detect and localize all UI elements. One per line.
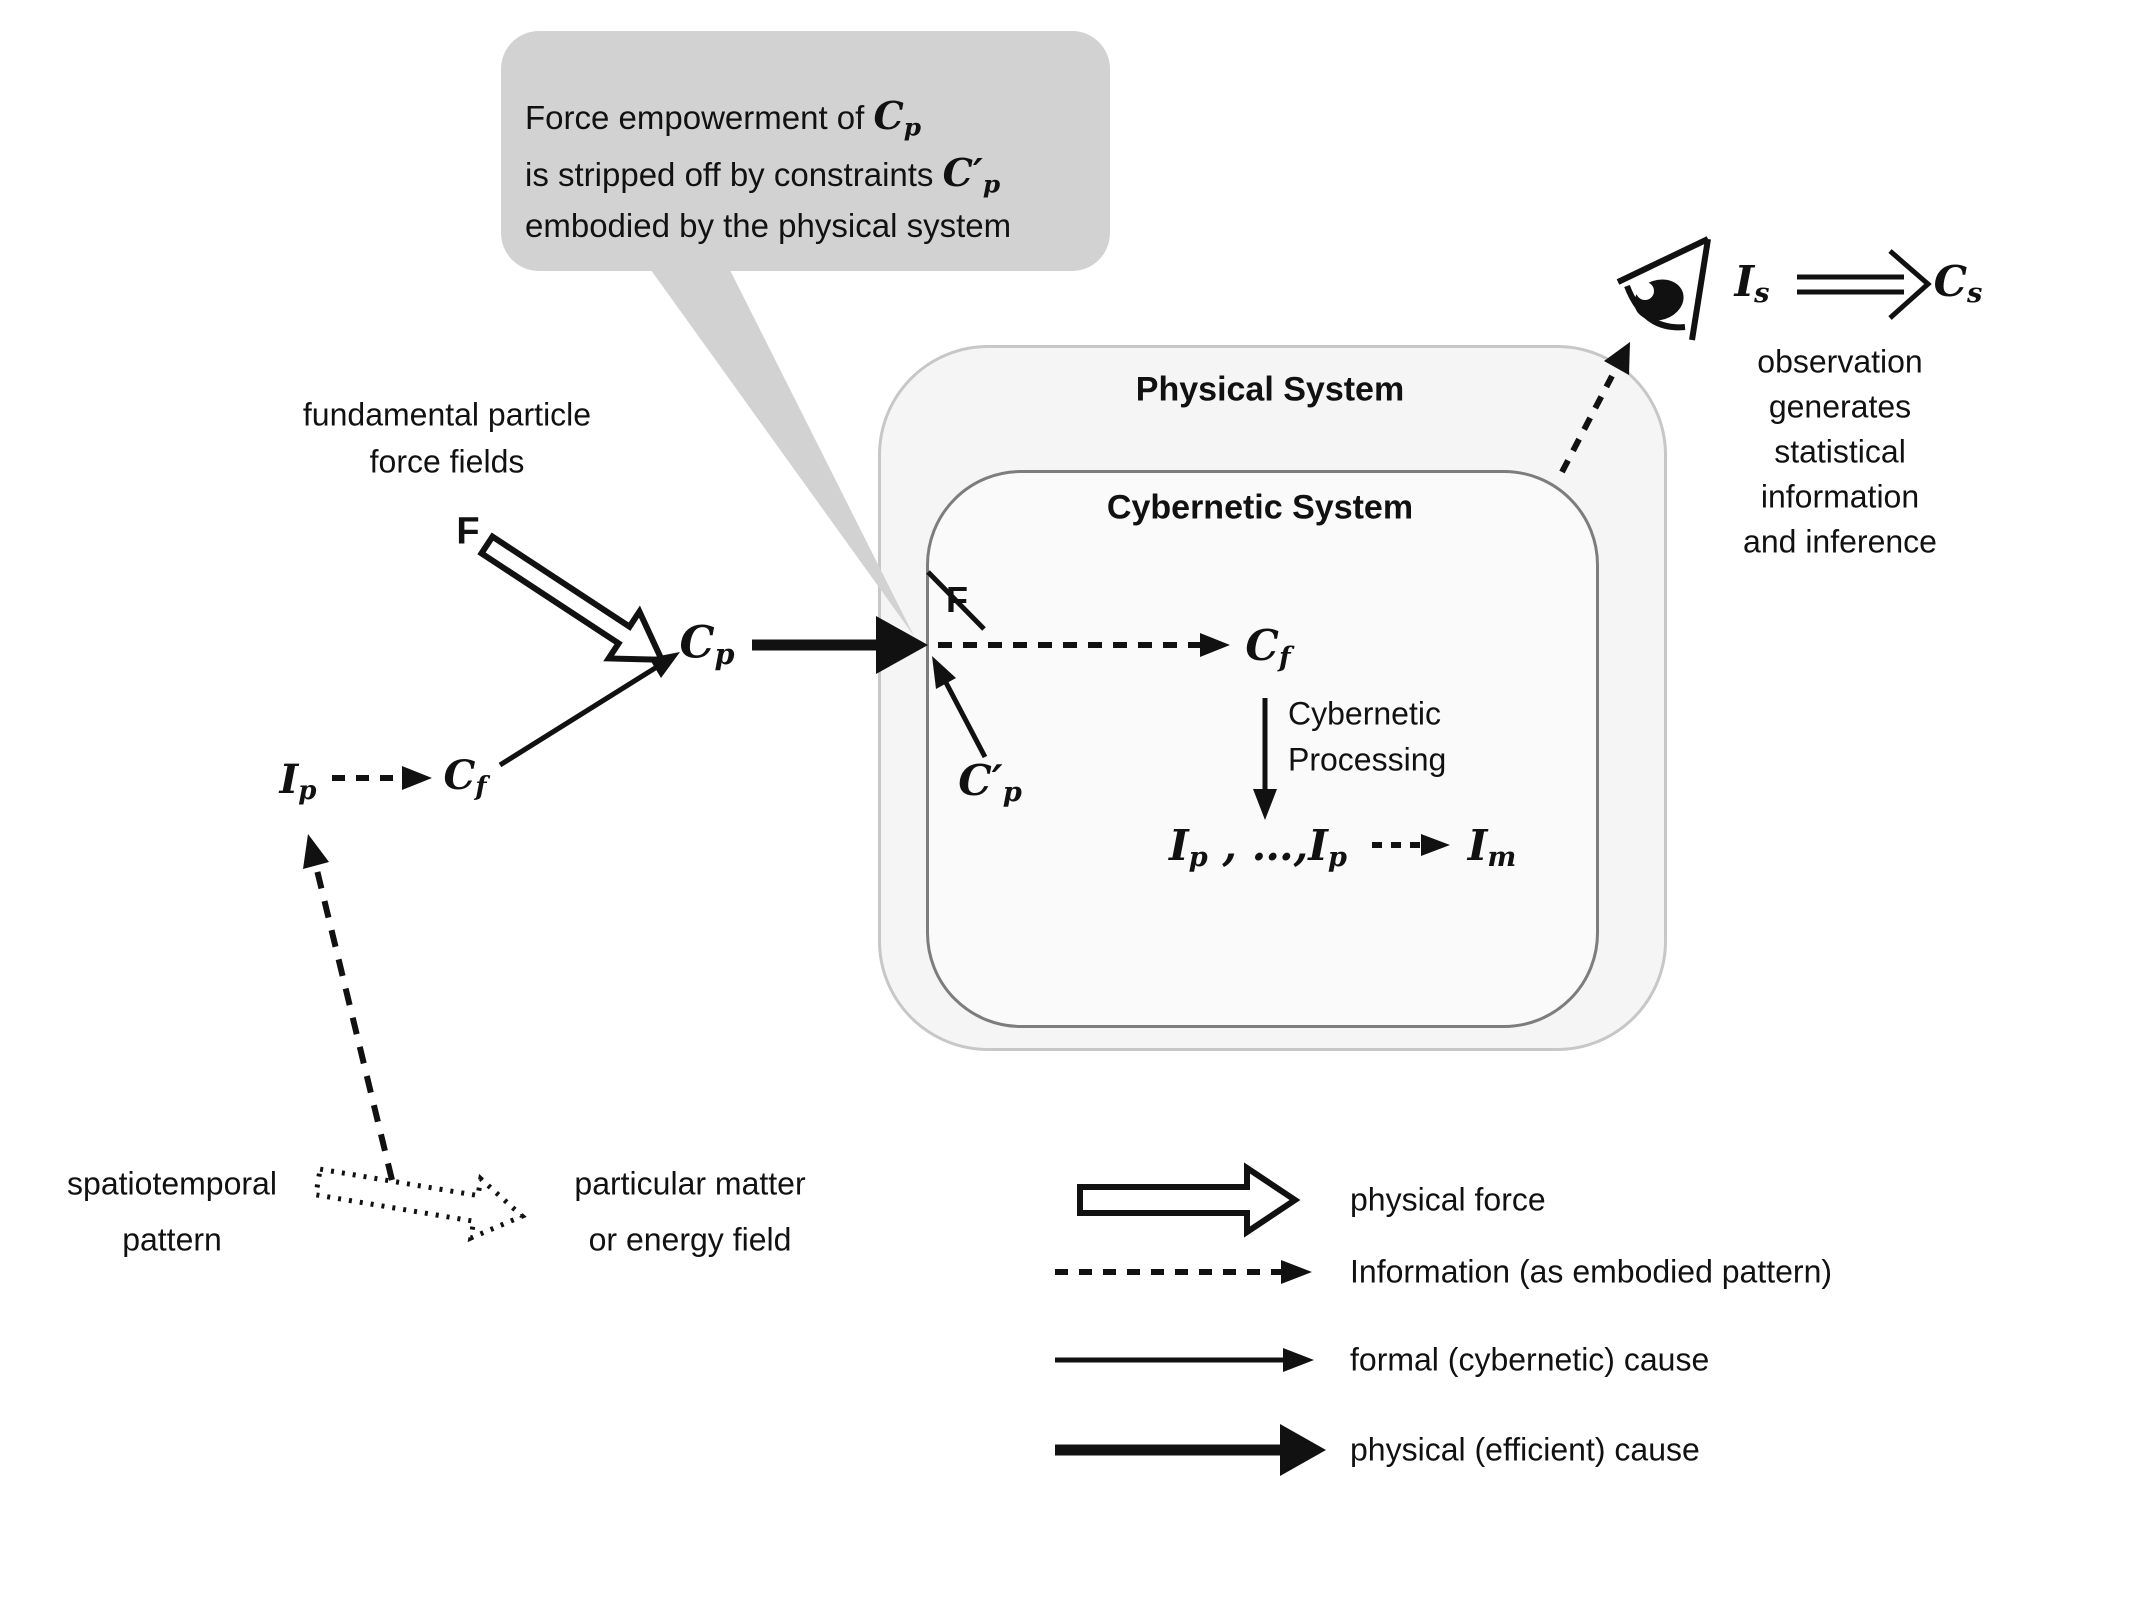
legend-formal-cause-arrow <box>1055 1348 1314 1372</box>
callout-line-3: embodied by the physical system <box>525 207 1012 244</box>
physical-force-arrow <box>477 532 667 663</box>
formal-cause-arrow-cf-to-cp <box>498 652 680 768</box>
cp-prime-label: C′p <box>958 755 1022 808</box>
information-arrow-ip-to-cf <box>332 766 432 790</box>
cp-label: Cp <box>679 617 735 671</box>
ip-first: Ip <box>1169 820 1208 873</box>
physical-system-title: Physical System <box>1135 370 1405 409</box>
callout-bubble: Force empowerment of Cp is stripped off … <box>501 31 1110 271</box>
information-arrow-pattern-to-ip <box>303 834 395 1181</box>
cybernetic-system-box <box>926 470 1599 1028</box>
cf-inner-label: Cf <box>1245 620 1291 673</box>
force-symbol-label: F <box>456 510 480 553</box>
pattern-caption-line1: spatiotemporal <box>67 1165 277 1202</box>
force-fields-caption-line2: force fields <box>369 443 525 480</box>
matter-caption-line1: particular matter <box>574 1165 806 1202</box>
legend-label-physical-cause: physical (efficient) cause <box>1350 1431 1700 1468</box>
legend-label-formal-cause: formal (cybernetic) cause <box>1350 1341 1710 1378</box>
cs-label: Cs <box>1933 256 1983 309</box>
processing-caption-line2: Processing <box>1288 741 1447 778</box>
callout-line-1: Force empowerment of Cp <box>525 93 921 142</box>
pattern-caption-line2: pattern <box>122 1221 222 1258</box>
matter-energy-block-arrow <box>312 1166 527 1243</box>
matter-caption-line2: or energy field <box>588 1221 792 1258</box>
is-label: Is <box>1734 256 1770 309</box>
observation-caption-line2: generates <box>1768 388 1912 425</box>
cybernetic-system-title: Cybernetic System <box>1106 488 1414 527</box>
callout-line-2: is stripped off by constraints C′p <box>525 150 1001 199</box>
cp-math: Cp <box>873 93 921 142</box>
im-label: Im <box>1467 820 1517 873</box>
observation-caption-line5: and inference <box>1743 523 1937 560</box>
legend-information-arrow <box>1055 1260 1312 1284</box>
legend-label-physical-force: physical force <box>1350 1181 1546 1218</box>
observation-caption-line4: information <box>1760 478 1920 515</box>
observation-caption-line1: observation <box>1757 343 1923 380</box>
processing-caption-line1: Cybernetic <box>1288 695 1441 732</box>
legend-physical-force-arrow <box>1077 1162 1301 1238</box>
eye-icon <box>1616 236 1711 341</box>
force-fields-caption-line1: fundamental particle <box>302 396 592 433</box>
ip-label: Ip <box>279 756 317 806</box>
legend-label-information: Information (as embodied pattern) <box>1350 1253 1833 1290</box>
double-arrow-icon <box>1797 249 1932 320</box>
cf-left-label: Cf <box>443 752 487 802</box>
ip-list-label: Ip , …,Ip <box>1169 820 1347 873</box>
ip-second: Ip <box>1308 820 1347 873</box>
observation-caption-line3: statistical <box>1774 433 1906 470</box>
cp-prime-math: C′p <box>942 150 1001 199</box>
callout-tail <box>648 266 914 636</box>
blocked-force-label: F <box>946 579 968 620</box>
legend-physical-cause-arrow <box>1055 1424 1326 1476</box>
